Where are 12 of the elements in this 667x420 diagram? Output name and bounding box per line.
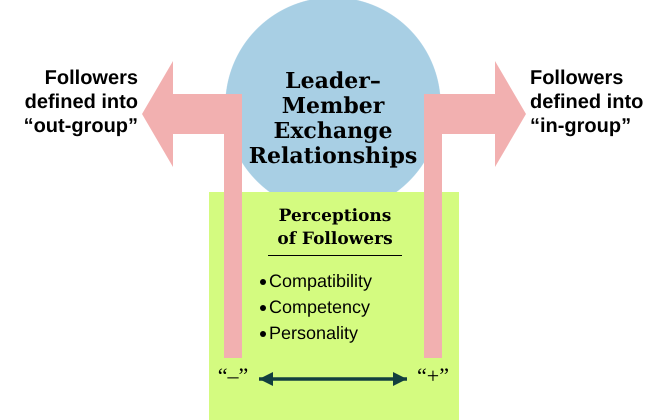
bullet-item: Competency xyxy=(269,296,370,319)
polarity-label: “–” xyxy=(216,362,250,390)
outcome-label: Followers defined into “out-group” xyxy=(22,66,138,138)
block-arrow xyxy=(424,61,526,358)
double-arrow xyxy=(259,372,407,386)
panel-heading: Perceptions of Followers xyxy=(268,205,402,256)
bullet-item: Compatibility xyxy=(269,270,372,293)
block-arrow xyxy=(142,61,242,358)
bullet-item: Personality xyxy=(269,322,358,345)
circle-title: Leader–Member Exchange Relationships xyxy=(248,69,418,169)
outcome-label: Followers defined into “in-group” xyxy=(530,66,644,138)
polarity-label: “+” xyxy=(416,362,450,390)
